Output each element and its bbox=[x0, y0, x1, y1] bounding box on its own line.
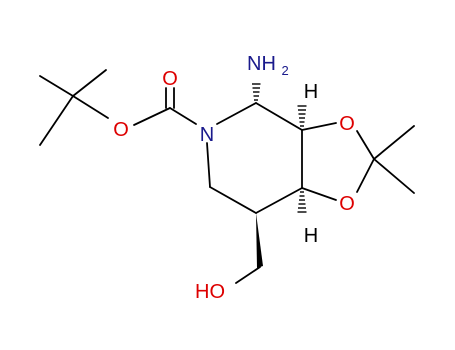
amino-subscript: 2 bbox=[281, 63, 288, 78]
dioxolane-oxygen-bottom-label: O bbox=[339, 193, 355, 215]
bond-tbu-methyl-upper-left bbox=[39, 75, 74, 97]
tert-butyl-group bbox=[39, 69, 109, 146]
bond-tbu-methyl-lower-left bbox=[39, 95, 74, 146]
bond-c6-to-n bbox=[206, 142, 211, 188]
dioxolane-ring bbox=[301, 122, 415, 201]
bond-cme2-methyl-lower bbox=[373, 158, 415, 194]
hydroxyl-label: HO bbox=[195, 281, 225, 303]
bond-ester-oxygen-to-carbonyl bbox=[133, 107, 171, 126]
stereo-h-bottom-label: H bbox=[304, 225, 318, 247]
ester-oxygen-label: O bbox=[113, 119, 129, 141]
wedge-bond-c7-ch2 bbox=[256, 213, 263, 268]
hashed-bond-c7a-h bbox=[297, 191, 307, 213]
hashed-bond-c3a-h bbox=[297, 105, 307, 127]
carbamate-group bbox=[133, 87, 197, 126]
bond-c3a-to-o-top bbox=[301, 122, 337, 131]
bond-n-to-c4 bbox=[216, 102, 257, 125]
amino-text: NH bbox=[247, 53, 276, 75]
bond-c7a-to-c7 bbox=[255, 187, 303, 214]
stereo-h-top-label: H bbox=[304, 81, 318, 103]
amino-label: NH 2 bbox=[247, 53, 289, 78]
bond-o-bottom-to-c7a bbox=[301, 187, 337, 201]
bond-carbonyl-to-nitrogen bbox=[169, 107, 197, 125]
ring-nitrogen-label: N bbox=[200, 124, 214, 146]
piperidine-ring bbox=[206, 102, 303, 214]
bond-tbu-methyl-top bbox=[72, 69, 107, 97]
hydroxymethyl-group bbox=[235, 266, 261, 284]
bond-o-top-to-cme2 bbox=[356, 130, 375, 160]
carbonyl-oxygen-label: O bbox=[162, 68, 178, 90]
bond-cme2-to-o-bottom bbox=[356, 158, 375, 193]
bond-ch2-to-oh bbox=[235, 266, 261, 284]
bond-tbu-to-ester-oxygen bbox=[72, 95, 109, 119]
hashed-bond-c4-nh2 bbox=[252, 83, 261, 101]
bond-c7-to-c6 bbox=[209, 186, 257, 214]
dioxolane-oxygen-top-label: O bbox=[339, 113, 355, 135]
bond-cme2-methyl-upper bbox=[373, 125, 415, 160]
bond-c4-to-c3a bbox=[255, 102, 303, 131]
